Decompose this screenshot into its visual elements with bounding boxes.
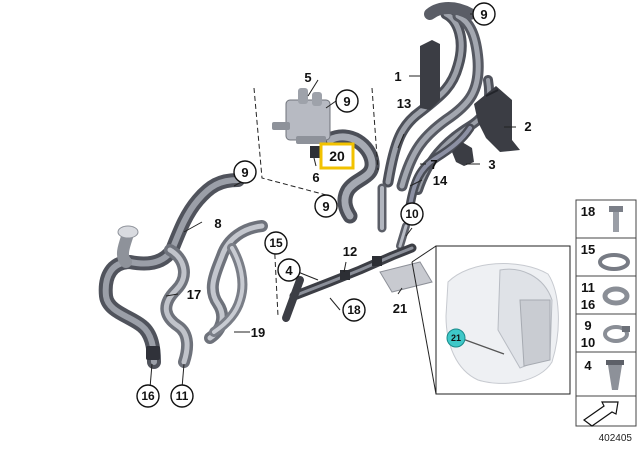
legend-label-4-top: 9	[584, 318, 591, 333]
hose-17	[160, 244, 194, 368]
callout-20-highlight: 20	[319, 142, 355, 170]
callout-2: 2	[524, 119, 531, 134]
hose-1-bundle	[396, 2, 495, 195]
callout-9-top: 9	[472, 2, 496, 26]
leader-lines	[149, 13, 516, 389]
legend-label-4-bottom: 10	[581, 335, 595, 350]
legend-icon-expanding-rivet	[606, 360, 624, 390]
callout-10: 10	[400, 202, 424, 226]
callout-5: 5	[304, 70, 311, 85]
legend-label-2-top: 15	[581, 242, 595, 257]
svg-text:11: 11	[176, 389, 189, 403]
filter-21	[379, 261, 433, 293]
callout-9-bottom: 9	[314, 194, 338, 218]
valve-5	[272, 88, 331, 144]
callout-19: 19	[251, 325, 265, 340]
callout-14: 14	[433, 173, 448, 188]
svg-text:18: 18	[347, 303, 361, 317]
callout-18: 18	[342, 298, 366, 322]
svg-text:9: 9	[480, 7, 487, 22]
callout-21: 21	[393, 301, 407, 316]
svg-text:4: 4	[285, 263, 293, 278]
callout-15: 15	[264, 231, 288, 255]
callout-3: 3	[488, 157, 495, 172]
svg-text:9: 9	[241, 165, 248, 180]
callout-1: 1	[394, 69, 401, 84]
callout-7: 7	[430, 157, 437, 172]
svg-text:21: 21	[451, 333, 461, 343]
legend-icon-spring-clamp	[603, 325, 630, 343]
callout-6: 6	[312, 170, 319, 185]
svg-text:20: 20	[329, 148, 345, 164]
legend-icon-clamp	[598, 253, 630, 271]
pipe-rail-12	[282, 243, 417, 322]
legend-icon-screw	[609, 206, 623, 232]
callout-12: 12	[343, 244, 357, 259]
legend-sidebar	[575, 199, 637, 427]
callout-11: 11	[170, 384, 194, 408]
clip-3	[452, 142, 474, 166]
callout-9-valve: 9	[335, 89, 359, 113]
hose-19	[204, 220, 268, 344]
legend-label-5-top: 4	[584, 358, 592, 373]
callout-21-inset: 21	[446, 328, 466, 348]
hose-14	[405, 123, 475, 211]
legend-label-3-top: 11	[581, 280, 595, 295]
legend-icon-arrow	[582, 401, 619, 427]
legend-icon-hose-clamp	[602, 286, 630, 306]
svg-text:16: 16	[141, 389, 155, 403]
connector-8-top	[116, 225, 139, 268]
part-6	[310, 146, 320, 158]
diagram-id: 402405	[599, 433, 633, 444]
pipe-10	[396, 222, 410, 250]
bracket-1	[420, 40, 440, 110]
dashed-15	[273, 237, 279, 317]
callout-8: 8	[214, 216, 221, 231]
hose-20	[322, 129, 380, 224]
valve-dashed-frame	[253, 87, 379, 197]
legend-label-1-top: 18	[581, 204, 595, 219]
bracket-2	[474, 86, 520, 152]
callout-16: 16	[136, 384, 160, 408]
svg-text:9: 9	[322, 199, 329, 214]
legend-label-3-bottom: 16	[581, 297, 595, 312]
svg-text:15: 15	[269, 236, 283, 250]
callout-13: 13	[397, 96, 411, 111]
svg-text:10: 10	[405, 207, 419, 221]
callout-4: 4	[277, 258, 301, 282]
callout-9-left: 9	[233, 160, 257, 184]
svg-text:9: 9	[343, 94, 350, 109]
inset-panel	[411, 245, 571, 395]
callout-17: 17	[187, 287, 201, 302]
